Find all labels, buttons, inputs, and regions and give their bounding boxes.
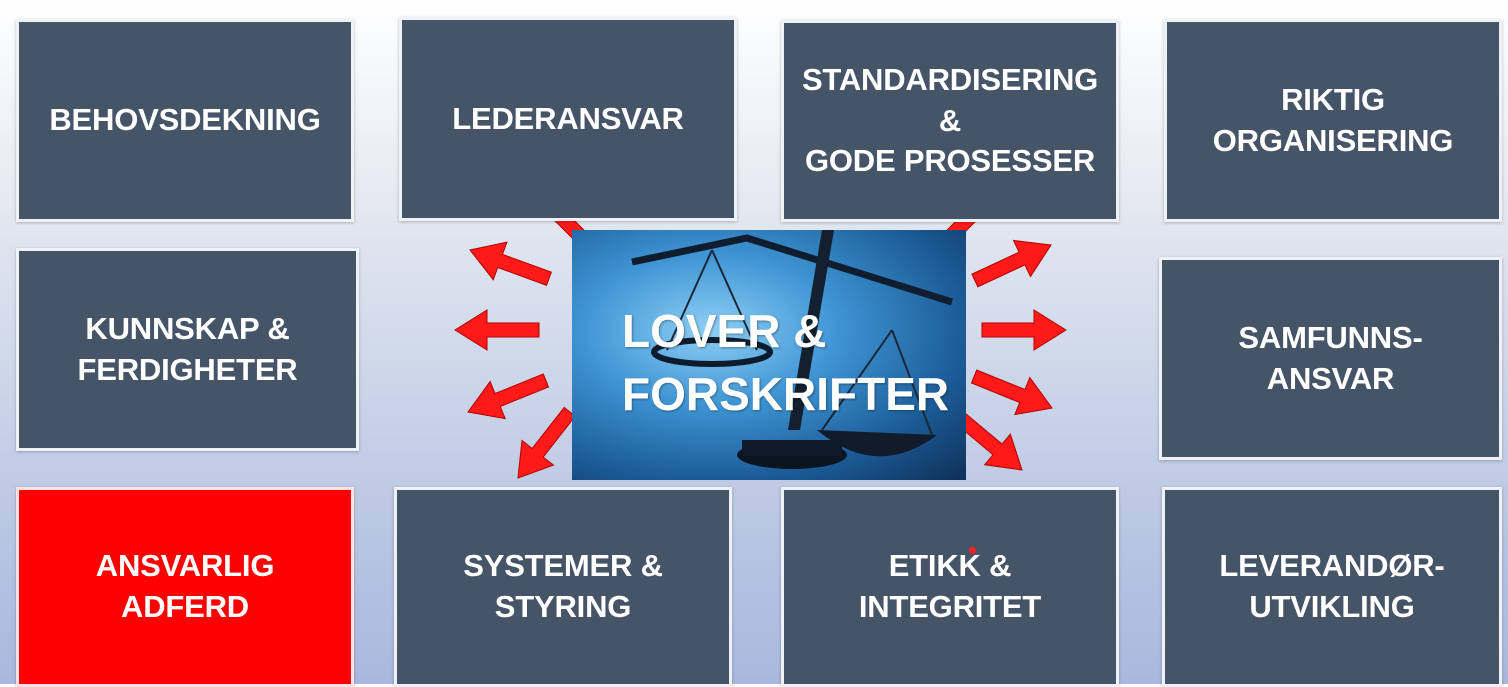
tile-label: INTEGRITET bbox=[858, 589, 1042, 624]
tile-systemer-styring: SYSTEMER & STYRING bbox=[394, 487, 732, 687]
tile-riktig-organisering: RIKTIG ORGANISERING bbox=[1164, 19, 1502, 222]
tile-label: UTVIKLING bbox=[1249, 589, 1415, 624]
tile-label: ORGANISERING bbox=[1212, 122, 1454, 158]
tile-ansvarlig-adferd: ANSVARLIG ADFERD bbox=[16, 487, 354, 687]
tile-kunnskap-ferdigheter: KUNNSKAP & FERDIGHETER bbox=[16, 248, 359, 451]
center-title-line: LOVER & bbox=[622, 305, 827, 357]
scales-of-justice-icon bbox=[631, 230, 954, 469]
tile-lederansvar: LEDERANSVAR bbox=[399, 17, 737, 221]
tile-label: STYRING bbox=[494, 589, 632, 624]
tile-label: BEHOVSDEKNING bbox=[49, 102, 321, 138]
tile-etikk-integritet: ETIKK & INTEGRITET bbox=[781, 487, 1119, 687]
tile-label: SAMFUNNS- bbox=[1238, 319, 1423, 355]
center-lover-forskrifter: LOVER & FORSKRIFTER bbox=[572, 230, 966, 480]
red-arrow-icon bbox=[517, 406, 576, 479]
tile-label: ANSVARLIG bbox=[95, 548, 275, 584]
tile-label: SYSTEMER & bbox=[463, 548, 663, 584]
tile-label: RIKTIG bbox=[1281, 81, 1385, 117]
red-arrow-icon bbox=[981, 309, 1067, 351]
tile-label: KUNNSKAP & bbox=[85, 310, 290, 346]
tile-label: ADFERD bbox=[121, 589, 249, 624]
tile-label: FERDIGHETER bbox=[77, 351, 298, 387]
tile-behovsdekning: BEHOVSDEKNING bbox=[16, 19, 354, 222]
tile-samfunnsansvar: SAMFUNNS- ANSVAR bbox=[1159, 257, 1502, 460]
tile-leverandorutvikling: LEVERANDØR- UTVIKLING bbox=[1162, 487, 1502, 687]
tile-label: LEVERANDØR- bbox=[1219, 548, 1445, 584]
tile-label: & bbox=[938, 102, 962, 138]
red-arrow-icon bbox=[970, 369, 1053, 416]
tile-label: LEDERANSVAR bbox=[452, 100, 684, 136]
tile-label: STANDARDISERING bbox=[801, 61, 1099, 97]
tile-label: ETIKK & bbox=[888, 548, 1012, 584]
tile-standardisering: STANDARDISERING & GODE PROSESSER bbox=[781, 20, 1119, 222]
tile-label: ANSVAR bbox=[1266, 360, 1395, 396]
tile-label: GODE PROSESSER bbox=[804, 143, 1096, 179]
center-title: LOVER & FORSKRIFTER bbox=[622, 300, 949, 427]
red-arrow-icon bbox=[454, 309, 540, 351]
red-dot-marker bbox=[969, 547, 976, 554]
red-arrow-icon bbox=[469, 241, 552, 286]
center-title-line: FORSKRIFTER bbox=[622, 368, 950, 421]
red-arrow-icon bbox=[971, 239, 1052, 288]
red-arrow-icon bbox=[467, 373, 550, 420]
